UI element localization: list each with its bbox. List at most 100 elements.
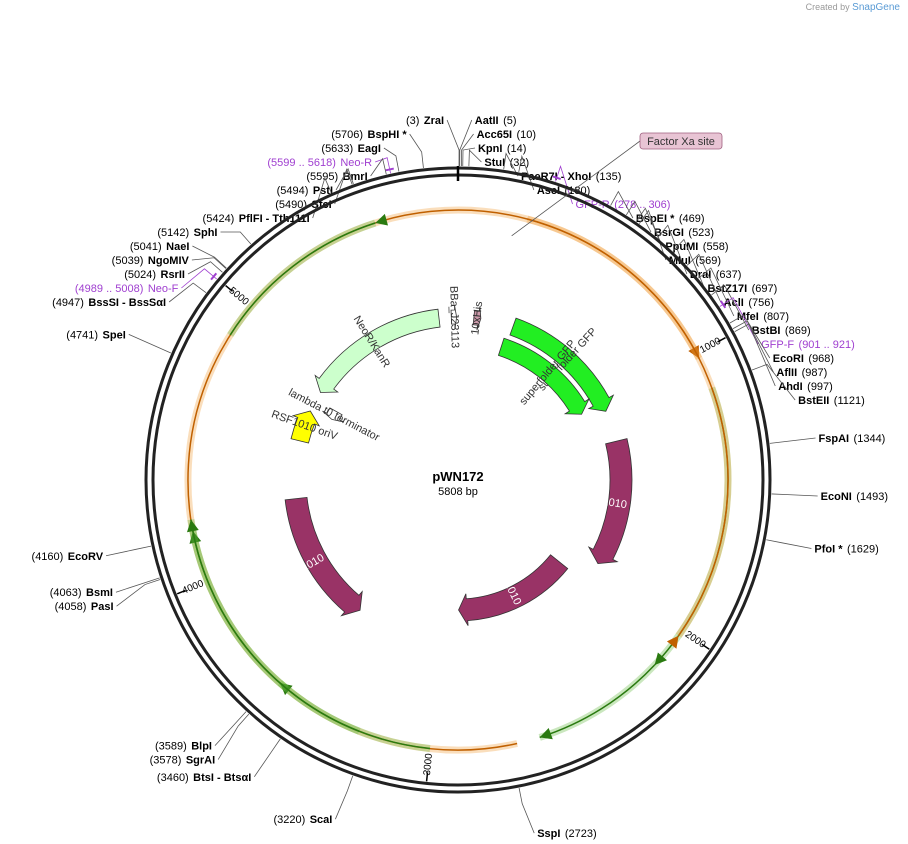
- site-position: (2723): [565, 828, 597, 840]
- site-name: ZraI: [424, 115, 444, 127]
- backbone: [144, 166, 772, 794]
- site-name: GFP-F: [761, 339, 794, 351]
- orf-arrowhead: [666, 635, 679, 649]
- site-label: (3) ZraI: [406, 111, 444, 128]
- site-label: (5494) PstI: [277, 181, 333, 198]
- site-leader-line: [610, 190, 634, 219]
- site-label: (5024) RsrII: [124, 265, 185, 282]
- tick-mark: [225, 284, 233, 292]
- site-leader-line: [625, 200, 652, 233]
- orf-arrowhead: [375, 213, 389, 226]
- site-label: (3578) SgrAI: [150, 751, 216, 768]
- site-position: (5024): [124, 269, 156, 281]
- site-leader-line: [187, 261, 223, 275]
- site-name: Acc65I: [477, 129, 512, 141]
- site-label: (5706) BspHI *: [331, 125, 407, 142]
- orf-arc: [190, 519, 360, 732]
- site-position: (5041): [130, 241, 162, 253]
- site-position: (3578): [150, 755, 182, 767]
- site-position: (4160): [32, 551, 64, 563]
- site-name: SphI: [194, 227, 218, 239]
- snapgene-logo: SnapGene: [852, 2, 900, 13]
- site-leader-line: [555, 165, 573, 205]
- site-label: (5041) NaeI: [130, 237, 190, 254]
- site-position: (1344): [854, 433, 886, 445]
- site-leader-line: [769, 437, 816, 444]
- site-name: SspI: [537, 828, 560, 840]
- site-fspai: FspAI (1344): [769, 429, 886, 446]
- site-label: (4947) BssSI - BssSαI: [52, 293, 166, 310]
- site-leader-line: [370, 157, 387, 177]
- primer-mark: [385, 167, 394, 172]
- primer-mark: [210, 272, 218, 281]
- site-bsssi-bsss-i: (4947) BssSI - BssSαI: [52, 282, 207, 310]
- site-leader-line: [115, 577, 160, 593]
- site-label: (5039) NgoMIV: [112, 251, 190, 268]
- site-ngomiv: (5039) NgoMIV: [112, 251, 227, 269]
- orf-arc-glow: [277, 680, 431, 752]
- plasmid-name: pWN172: [432, 469, 483, 484]
- site-naei: (5041) NaeI: [130, 237, 227, 269]
- site-position: (3589): [155, 741, 187, 753]
- superfolder-gfp-inner-arrow: [497, 337, 590, 415]
- tick-label: 5000: [226, 285, 250, 308]
- site-label: (3460) BtsI - BtsαI: [157, 768, 251, 785]
- orf-arrowhead: [654, 652, 667, 666]
- site-leader-line: [459, 119, 473, 167]
- site-label: (3220) ScaI: [273, 810, 332, 827]
- site-sspi: SspI (2723): [518, 787, 597, 840]
- site-position: (523): [688, 227, 714, 239]
- tick-label: 3000: [422, 752, 435, 776]
- 10xhis-feature: 10xHis: [469, 300, 485, 335]
- site-position: (32): [510, 157, 530, 169]
- tick-mark: [701, 643, 710, 650]
- site-label: AflII (987): [776, 363, 827, 380]
- site-name: PstI: [313, 185, 333, 197]
- site-label: MfeI (807): [737, 307, 789, 324]
- site-label: (3589) BlpI: [155, 737, 212, 754]
- site-leader-line: [751, 363, 796, 401]
- site-leader-line: [732, 320, 774, 373]
- site-position: (3): [406, 115, 419, 127]
- site-position: (901 .. 921): [799, 339, 855, 351]
- site-name: BtsI - BtsαI: [193, 772, 251, 784]
- site-name: FspAI: [819, 433, 850, 445]
- site-leader-line: [446, 119, 460, 167]
- primer-neo-f: (4989 .. 5008) Neo-F: [75, 268, 218, 295]
- site-name: AatII: [475, 115, 499, 127]
- neor-kanr-feature: NeoR/KanR: [314, 308, 441, 393]
- site-kpni: KpnI (14): [462, 143, 527, 167]
- site-ecorv: (4160) EcoRV: [32, 545, 152, 564]
- site-leader-line: [503, 152, 519, 177]
- site-label: (5633) EagI: [321, 139, 380, 156]
- orf-layer: [184, 206, 732, 754]
- tick-mark: [425, 772, 429, 782]
- site-label: (4160) EcoRV: [32, 547, 104, 564]
- site-bsphi: (5706) BspHI *: [331, 125, 424, 168]
- site-label: (4741) SpeI: [66, 325, 125, 342]
- bba-j23113-label: BBa_J23113: [447, 286, 461, 348]
- site-label: PaeR7I - XhoI (135): [521, 167, 621, 184]
- site-bsrgi: BsrGI (523): [625, 200, 714, 239]
- site-position: (14): [507, 143, 527, 155]
- primer-mark: [552, 175, 562, 180]
- center-label: pWN172 5808 bp: [432, 469, 483, 498]
- site-name: BssSI - BssSαI: [88, 297, 166, 309]
- factor-xa-label: Factor Xa site: [511, 132, 723, 237]
- site-position: (697): [752, 283, 778, 295]
- site-eagi: (5633) EagI: [321, 139, 400, 172]
- plasmid-size: 5808 bp: [438, 486, 478, 498]
- site-name: BlpI: [191, 741, 212, 753]
- site-stui: StuI (32): [468, 149, 530, 169]
- site-label: FspAI (1344): [819, 429, 886, 446]
- site-label: GFP-F (901 .. 921): [761, 335, 855, 352]
- site-position: (5706): [331, 129, 363, 141]
- site-rsrii: (5024) RsrII: [124, 261, 223, 282]
- rsf1010-repc-arrow: [587, 438, 633, 565]
- tick-label: 1000: [698, 335, 723, 355]
- site-position: (5142): [157, 227, 189, 239]
- site-aflii: AflII (987): [732, 320, 827, 380]
- site-label: (4063) BsmI: [50, 583, 113, 600]
- credit-line: Created by SnapGene: [806, 2, 900, 13]
- site-label: BstBI (869): [752, 321, 811, 338]
